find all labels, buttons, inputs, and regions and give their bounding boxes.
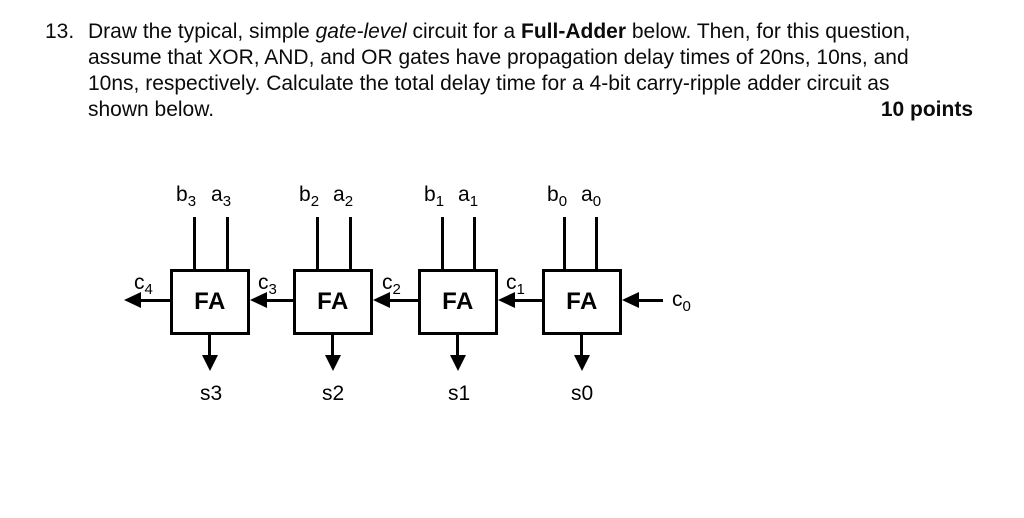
label-b1: b1 <box>424 183 444 210</box>
label-b3-base: b <box>176 183 188 206</box>
label-a1-base: a <box>458 183 470 206</box>
wire-b3 <box>193 217 196 269</box>
wire-a1 <box>473 217 476 269</box>
label-c3-base: c <box>258 271 269 294</box>
label-a0: a0 <box>581 183 601 210</box>
wire-b1 <box>441 217 444 269</box>
q1-italic: gate-level <box>315 20 407 43</box>
question-line-2: assume that XOR, AND, and OR gates have … <box>88 46 909 69</box>
label-s1: s1 <box>448 382 471 405</box>
wire-b2 <box>316 217 319 269</box>
question-body: Draw the typical, simple gate-level circ… <box>88 19 973 123</box>
label-b2-sub: 2 <box>310 193 320 210</box>
label-s0: s0 <box>571 382 594 405</box>
wire-c2 <box>388 299 418 302</box>
wire-s3 <box>208 334 211 357</box>
label-b3: b3 <box>176 183 196 210</box>
wire-s2 <box>331 334 334 357</box>
label-b1-sub: 1 <box>435 193 445 210</box>
label-a0-base: a <box>581 183 593 206</box>
s1-arrowhead-icon <box>450 355 466 371</box>
wire-s1 <box>456 334 459 357</box>
s3-arrowhead-icon <box>202 355 218 371</box>
fa-box-1: FA <box>418 269 498 335</box>
wire-s0 <box>580 334 583 357</box>
c3-arrowhead-icon <box>250 292 267 308</box>
wire-a0 <box>595 217 598 269</box>
label-c0-base: c <box>672 288 683 311</box>
wire-a3 <box>226 217 229 269</box>
label-a2-sub: 2 <box>344 193 354 210</box>
label-c2-base: c <box>382 271 393 294</box>
q4-text: shown below. <box>88 98 215 121</box>
label-c3: c3 <box>258 271 277 298</box>
label-s3: s3 <box>200 382 223 405</box>
q1-pre: Draw the typical, simple <box>88 20 316 43</box>
label-a3: a3 <box>211 183 231 210</box>
s2-arrowhead-icon <box>325 355 341 371</box>
label-a1-sub: 1 <box>469 193 479 210</box>
label-c2-sub: 2 <box>392 281 401 298</box>
wire-c0 <box>639 299 663 302</box>
c0-arrowhead-icon <box>622 292 639 308</box>
c2-arrowhead-icon <box>373 292 390 308</box>
fa-box-2: FA <box>293 269 373 335</box>
label-b2: b2 <box>299 183 319 210</box>
question-line-1: Draw the typical, simple gate-level circ… <box>88 19 973 45</box>
wire-c3 <box>265 299 293 302</box>
label-c0: c0 <box>672 288 691 315</box>
fa-box-3: FA <box>170 269 250 335</box>
q1-mid: circuit for a <box>406 20 522 43</box>
label-s2: s2 <box>322 382 345 405</box>
label-b2-base: b <box>299 183 311 206</box>
c4-arrowhead-icon <box>124 292 141 308</box>
label-c0-sub: 0 <box>682 298 691 315</box>
label-a2: a2 <box>333 183 353 210</box>
label-c2: c2 <box>382 271 401 298</box>
label-b1-base: b <box>424 183 436 206</box>
question-block: 13. Draw the typical, simple gate-level … <box>45 19 973 123</box>
label-c4-base: c <box>134 271 145 294</box>
s0-arrowhead-icon <box>574 355 590 371</box>
wire-c1 <box>513 299 542 302</box>
points-label: 10 points <box>880 98 973 121</box>
question-line-3: 10ns, respectively. Calculate the total … <box>88 72 890 95</box>
question-line-4: shown below. 10 points <box>88 97 973 123</box>
label-c1-sub: 1 <box>516 281 525 298</box>
fa-box-0: FA <box>542 269 622 335</box>
label-b0-sub: 0 <box>558 193 568 210</box>
label-c3-sub: 3 <box>268 281 277 298</box>
c1-arrowhead-icon <box>498 292 515 308</box>
label-c4-sub: 4 <box>144 281 153 298</box>
label-b0: b0 <box>547 183 567 210</box>
label-a3-base: a <box>211 183 223 206</box>
label-b3-sub: 3 <box>187 193 197 210</box>
label-a0-sub: 0 <box>592 193 602 210</box>
label-b0-base: b <box>547 183 559 206</box>
q1-bold: Full-Adder <box>521 20 627 43</box>
label-c1-base: c <box>506 271 517 294</box>
label-c1: c1 <box>506 271 525 298</box>
wire-c4 <box>139 299 170 302</box>
wire-a2 <box>349 217 352 269</box>
label-a3-sub: 3 <box>222 193 232 210</box>
question-number: 13. <box>45 20 75 43</box>
label-a2-base: a <box>333 183 345 206</box>
q1-post: below. Then, for this question, <box>626 20 911 43</box>
wire-b0 <box>563 217 566 269</box>
label-c4: c4 <box>134 271 153 298</box>
label-a1: a1 <box>458 183 478 210</box>
